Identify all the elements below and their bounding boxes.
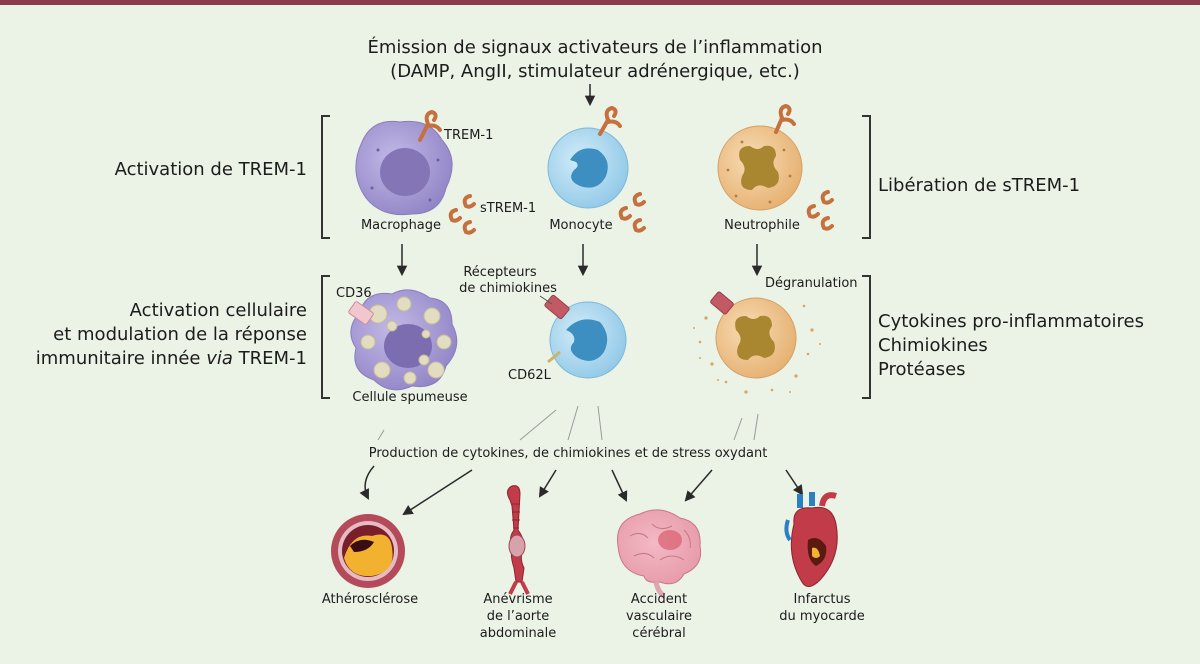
label-aneurysm-1: Anévrisme xyxy=(483,592,553,607)
arrow-to-stroke-1 xyxy=(611,469,628,502)
label-foam-cell: Cellule spumeuse xyxy=(352,390,468,405)
label-cd36: CD36 xyxy=(336,286,372,301)
label-proteases: Protéases xyxy=(878,359,966,380)
label-atherosclerosis: Athérosclérose xyxy=(321,592,419,607)
label-strem1-release: Libération de sTREM-1 xyxy=(878,175,1081,196)
arrow-to-infarction xyxy=(785,469,804,496)
foam-cell xyxy=(350,289,458,391)
label-cellular-activation-2: et modulation de la réponse xyxy=(53,324,307,345)
label-aneurysm-3: abdominale xyxy=(479,626,557,641)
pointer-chemokine-receptors xyxy=(539,295,553,305)
bracket-right-bottom xyxy=(862,275,871,399)
top-accent-bar xyxy=(0,0,1200,5)
label-cellular-activation-1: Activation cellulaire xyxy=(129,300,307,321)
aorta-icon xyxy=(506,485,530,595)
label-stroke-2: vasculaire xyxy=(625,609,693,624)
label-monocyte: Monocyte xyxy=(549,218,613,233)
label-infarction-1: Infarctus xyxy=(793,592,851,607)
neutrophil-cell xyxy=(717,125,803,211)
brain-icon xyxy=(616,509,702,599)
label-activation-trem1: Activation de TREM-1 xyxy=(114,159,307,180)
strem1-fragments-monocyte xyxy=(618,192,646,233)
trem1-receptor-neutrophil xyxy=(774,103,796,134)
strem1-fragments-neutrophil xyxy=(806,190,834,231)
header-line-1: Émission de signaux activateurs de l’inf… xyxy=(367,37,823,58)
label-stroke-1: Accident xyxy=(630,592,688,607)
label-stroke-3: cérébral xyxy=(632,626,686,641)
production-connectors xyxy=(377,405,759,441)
macrophage-cell xyxy=(355,120,453,216)
trem1-receptor-monocyte xyxy=(598,105,622,136)
atherosclerosis-icon xyxy=(331,514,405,588)
bracket-left-bottom xyxy=(321,275,330,399)
arrow-to-stroke-2 xyxy=(684,469,713,502)
label-cellular-activation-3: immunitaire innée via TREM-1 xyxy=(36,347,307,371)
cd36-receptor xyxy=(348,301,374,325)
arrow-to-aneurysm xyxy=(538,469,557,498)
degranulating-neutrophil xyxy=(693,291,821,394)
arrow-to-atherosclerosis-2 xyxy=(402,469,473,516)
trem1-receptor-macrophage xyxy=(418,109,442,142)
label-production: Production de cytokines, de chimiokines … xyxy=(368,446,768,461)
bracket-right-top xyxy=(862,115,871,239)
label-infarction-2: du myocarde xyxy=(779,609,865,624)
bracket-left-top xyxy=(321,115,330,239)
label-aneurysm-2: de l’aorte xyxy=(486,609,550,624)
label-via: via xyxy=(206,348,233,369)
header-line-2: (DAMP, AngII, stimulateur adrénergique, … xyxy=(390,61,800,82)
activated-monocyte xyxy=(544,294,627,379)
label-trem1-text: TREM-1 xyxy=(232,348,307,369)
label-trem1-receptor: TREM-1 xyxy=(444,128,494,143)
label-chemokine-receptors-2: de chimiokines xyxy=(459,281,557,296)
label-innate-text: immunitaire innée xyxy=(35,348,207,369)
label-degranulation: Dégranulation xyxy=(765,276,858,291)
monocyte-cell xyxy=(547,127,629,209)
label-cd62l: CD62L xyxy=(508,368,551,383)
arrow-to-atherosclerosis-1 xyxy=(359,465,375,500)
label-chemokines: Chimiokines xyxy=(878,335,988,356)
strem1-fragments-macrophage xyxy=(448,194,476,235)
label-neutrophil: Neutrophile xyxy=(724,218,800,233)
heart-icon xyxy=(784,492,838,587)
label-pro-inflammatory-cytokines: Cytokines pro-inflammatoires xyxy=(878,311,1144,332)
label-strem1: sTREM-1 xyxy=(480,201,537,216)
label-chemokine-receptors-1: Récepteurs xyxy=(463,265,537,280)
label-macrophage: Macrophage xyxy=(360,218,442,233)
